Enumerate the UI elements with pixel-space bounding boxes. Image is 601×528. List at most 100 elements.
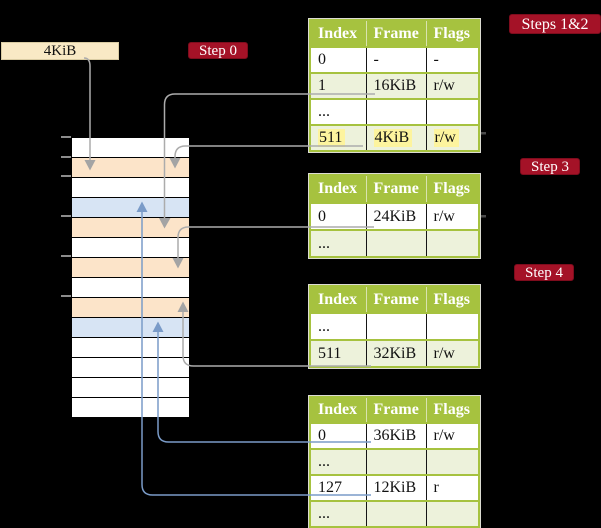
table-row: 127 12KiB r [310,474,479,501]
cell-frame: 24KiB [365,202,426,230]
page-table-step-3: Index Frame Flags 0 24KiB r/w ... [309,174,480,258]
memory-frame-row [72,378,189,398]
col-header-flags: Flags [425,175,479,203]
connector-stub [481,215,486,218]
cell-frame: 32KiB [365,339,426,367]
cell-frame: 36KiB [365,422,426,449]
cell-flags: r/w [425,124,479,151]
cell-index: ... [310,312,366,340]
cell-index: 511 [310,339,366,367]
cell-index: 1 [310,72,366,99]
memory-tick [61,136,71,138]
cell-flags [425,229,479,257]
memory-tick [61,215,71,217]
register-label: 4KiB [43,43,77,59]
cell-frame [365,448,426,475]
memory-frame-row [72,278,189,298]
table-row: 0 24KiB r/w [310,202,479,230]
memory-frame-row [72,238,189,258]
memory-frame-row [72,298,189,318]
table-row-highlighted: 511 4KiB r/w [310,124,479,151]
col-header-frame: Frame [365,175,426,203]
cell-frame [365,312,426,340]
memory-tick [61,156,71,158]
table-row: ... [310,229,479,257]
page-table-register-box: 4KiB [1,42,119,60]
memory-frame-row [72,398,189,417]
memory-tick [61,175,71,177]
physical-memory-column [71,137,190,418]
table-row: ... [310,500,479,527]
cell-flags: r/w [425,202,479,230]
cell-index: 0 [310,202,366,230]
col-header-flags: Flags [425,286,479,313]
cell-index: ... [310,98,366,125]
badge-steps-1-2: Steps 1&2 [509,14,601,34]
memory-frame-row [72,178,189,198]
memory-frame-row [72,258,189,278]
cell-index: 511 [310,124,366,151]
table-row: 0 36KiB r/w [310,422,479,449]
cell-frame [365,500,426,527]
col-header-index: Index [310,397,366,423]
connector-stub [481,132,486,135]
cell-frame: 16KiB [365,72,426,99]
memory-tick [61,255,71,257]
highlight: 511 [318,129,346,147]
cell-index: 0 [310,422,366,449]
table-header-row: Index Frame Flags [310,175,479,203]
cell-flags: r [425,474,479,501]
col-header-flags: Flags [425,397,479,423]
col-header-index: Index [310,20,366,47]
table-row: ... [310,312,479,340]
cell-index: ... [310,500,366,527]
memory-frame-row [72,158,189,178]
highlight: r/w [433,129,459,147]
table-row: ... [310,448,479,475]
col-header-frame: Frame [365,286,426,313]
col-header-flags: Flags [425,20,479,47]
badge-step-3: Step 3 [520,158,580,175]
table-header-row: Index Frame Flags [310,20,479,47]
table-header-row: Index Frame Flags [310,397,479,423]
cell-index: ... [310,448,366,475]
col-header-frame: Frame [365,397,426,423]
cell-frame: 4KiB [365,124,426,151]
page-table-step-4: Index Frame Flags ... 511 32KiB r/w [309,285,480,368]
table-row: 511 32KiB r/w [310,339,479,367]
cell-frame: 12KiB [365,474,426,501]
badge-step-3-label: Step 3 [531,159,569,175]
memory-frame-row [72,138,189,158]
badge-step-4-label: Step 4 [525,265,563,281]
table-row: ... [310,98,479,125]
page-table-steps-1-2: Index Frame Flags 0 - - 1 16KiB r/w ... … [309,19,480,152]
table-header-row: Index Frame Flags [310,286,479,313]
table-row: 0 - - [310,46,479,73]
cell-index: 0 [310,46,366,73]
cell-flags: r/w [425,339,479,367]
memory-frame-row [72,358,189,378]
cell-flags [425,500,479,527]
memory-frame-row [72,338,189,358]
memory-frame-row [72,218,189,238]
cell-flags [425,98,479,125]
cell-flags: r/w [425,422,479,449]
badge-steps-1-2-label: Steps 1&2 [521,16,589,33]
badge-step-0-label: Step 0 [199,43,237,59]
highlight: 4KiB [373,129,413,147]
badge-step-0: Step 0 [188,42,248,59]
cell-flags: - [425,46,479,73]
cell-frame [365,229,426,257]
page-table-final-level: Index Frame Flags 0 36KiB r/w ... 127 12… [309,396,480,528]
col-header-index: Index [310,286,366,313]
col-header-frame: Frame [365,20,426,47]
cell-frame [365,98,426,125]
memory-frame-row [72,198,189,218]
cell-flags [425,448,479,475]
memory-frame-row [72,318,189,338]
cell-flags [425,312,479,340]
cell-index: 127 [310,474,366,501]
cell-flags: r/w [425,72,479,99]
col-header-index: Index [310,175,366,203]
